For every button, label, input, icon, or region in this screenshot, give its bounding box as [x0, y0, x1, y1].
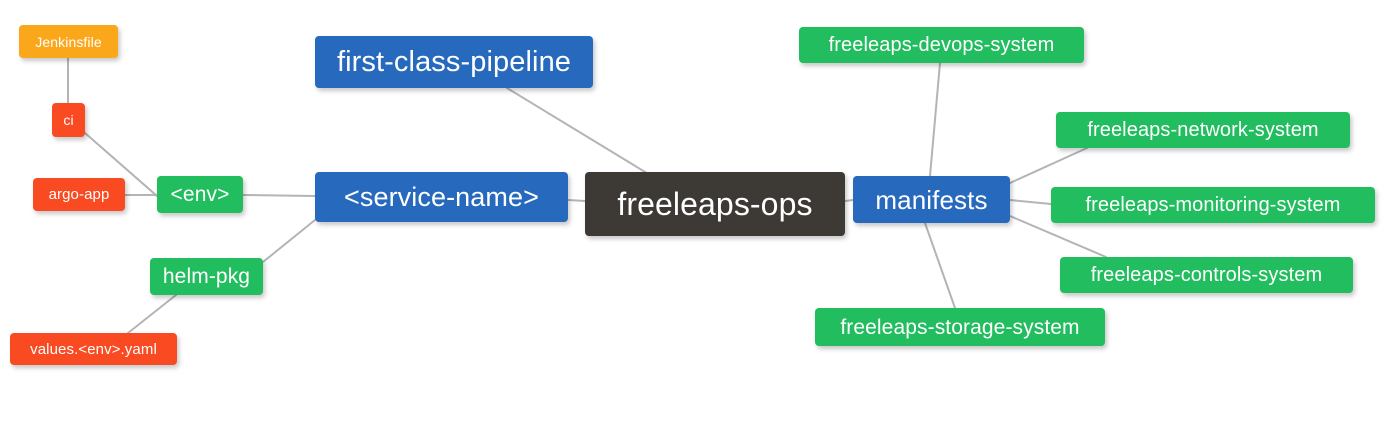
node-label-freeleaps-network-system: freeleaps-network-system [1087, 119, 1319, 141]
node-freeleaps-controls-system[interactable]: freeleaps-controls-system [1060, 257, 1353, 293]
edge-manifests-to-freeleaps-devops-system [929, 62, 941, 177]
node-label-env: <env> [170, 183, 230, 206]
node-label-argo-app: argo-app [48, 186, 110, 203]
edge-freeleaps-ops-to-manifests [844, 199, 854, 202]
node-ci[interactable]: ci [52, 103, 85, 137]
edge-first-class-pipeline-to-freeleaps-ops [506, 87, 651, 176]
node-label-helm-pkg: helm-pkg [162, 265, 251, 288]
node-helm-pkg[interactable]: helm-pkg [150, 258, 263, 295]
edge-service-name-to-freeleaps-ops [567, 199, 586, 202]
node-label-jenkinsfile: Jenkinsfile [35, 33, 102, 50]
node-freeleaps-storage-system[interactable]: freeleaps-storage-system [815, 308, 1105, 346]
node-label-manifests: manifests [875, 184, 988, 215]
node-freeleaps-monitoring-system[interactable]: freeleaps-monitoring-system [1051, 187, 1375, 223]
node-label-service-name: <service-name> [344, 181, 539, 212]
node-label-freeleaps-controls-system: freeleaps-controls-system [1090, 264, 1323, 286]
edge-manifests-to-freeleaps-controls-system [1009, 215, 1107, 258]
node-values-yaml[interactable]: values.<env>.yaml [10, 333, 177, 365]
edge-manifests-to-freeleaps-network-system [1009, 147, 1088, 184]
node-freeleaps-devops-system[interactable]: freeleaps-devops-system [799, 27, 1084, 63]
node-label-values-yaml: values.<env>.yaml [30, 340, 157, 358]
node-freeleaps-network-system[interactable]: freeleaps-network-system [1056, 112, 1350, 148]
edge-service-name-to-helm-pkg [262, 219, 316, 263]
node-service-name[interactable]: <service-name> [315, 172, 568, 222]
edge-manifests-to-freeleaps-monitoring-system [1009, 199, 1052, 205]
edge-env-to-service-name [242, 194, 316, 197]
node-label-freeleaps-ops: freeleaps-ops [617, 186, 813, 222]
edge-helm-pkg-to-values-yaml [127, 294, 177, 334]
node-freeleaps-ops[interactable]: freeleaps-ops [585, 172, 845, 236]
node-label-freeleaps-monitoring-system: freeleaps-monitoring-system [1085, 194, 1341, 216]
node-label-freeleaps-storage-system: freeleaps-storage-system [840, 315, 1080, 339]
edge-ci-to-env [84, 132, 158, 197]
node-first-class-pipeline[interactable]: first-class-pipeline [315, 36, 593, 88]
node-label-first-class-pipeline: first-class-pipeline [336, 45, 572, 78]
node-argo-app[interactable]: argo-app [33, 178, 125, 211]
node-label-ci: ci [63, 112, 74, 128]
node-label-freeleaps-devops-system: freeleaps-devops-system [828, 34, 1055, 56]
node-jenkinsfile[interactable]: Jenkinsfile [19, 25, 118, 58]
edge-manifests-to-freeleaps-storage-system [924, 222, 956, 309]
node-manifests[interactable]: manifests [853, 176, 1010, 223]
node-env[interactable]: <env> [157, 176, 243, 213]
